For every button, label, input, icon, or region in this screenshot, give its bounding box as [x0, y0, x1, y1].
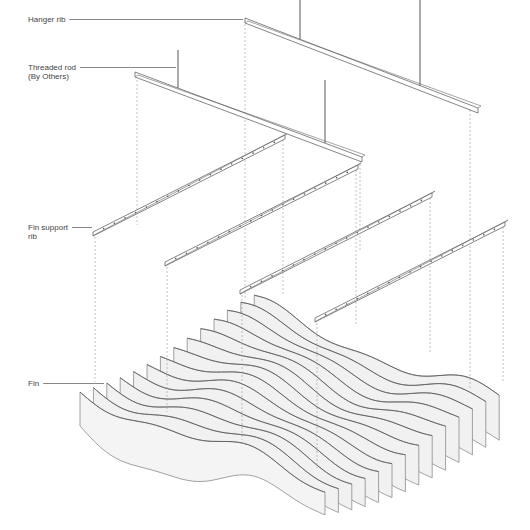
part-label: Fin support rib — [28, 223, 76, 241]
threaded-rod — [325, 80, 326, 143]
alignment-line — [137, 76, 138, 225]
alignment-line — [470, 110, 471, 390]
part-label: Threaded rod (By Others) — [28, 63, 84, 81]
alignment-line — [95, 237, 96, 382]
threaded-rod — [300, 0, 301, 40]
part-label: Fin — [28, 379, 68, 388]
hanger-rib — [245, 18, 481, 113]
leader-line — [72, 227, 92, 228]
hanger-rib — [135, 72, 365, 162]
threaded-rod — [178, 50, 179, 88]
leader-line — [43, 383, 104, 384]
alignment-line — [430, 198, 431, 353]
alignment-line — [242, 295, 243, 440]
fin-support-rib — [165, 163, 361, 266]
fin-support-rib — [240, 191, 435, 294]
alignment-line — [167, 267, 168, 412]
fin-support-rib — [93, 133, 288, 236]
fins — [80, 295, 499, 515]
leader-line — [69, 19, 243, 20]
leader-line — [80, 67, 176, 68]
alignment-line — [503, 227, 504, 382]
part-label: Hanger rib — [28, 15, 88, 24]
fin-support-rib — [315, 220, 508, 322]
fin-edge — [80, 392, 325, 492]
alignment-line — [317, 323, 318, 468]
fin-sheet — [80, 392, 325, 515]
threaded-rod — [420, 0, 421, 88]
alignment-line — [360, 160, 361, 250]
alignment-line — [245, 24, 246, 300]
